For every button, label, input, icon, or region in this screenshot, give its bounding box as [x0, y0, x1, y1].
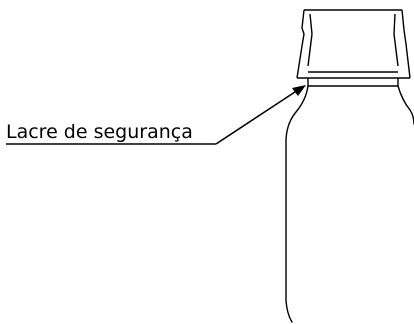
- bottle-cap: [296, 9, 411, 79]
- safety-seal-ring: [307, 71, 399, 87]
- callout-leader: [6, 89, 299, 145]
- safety-seal-label: Lacre de segurança: [6, 121, 193, 143]
- bottle-body: [285, 85, 414, 323]
- callout-arrowhead: [292, 85, 306, 96]
